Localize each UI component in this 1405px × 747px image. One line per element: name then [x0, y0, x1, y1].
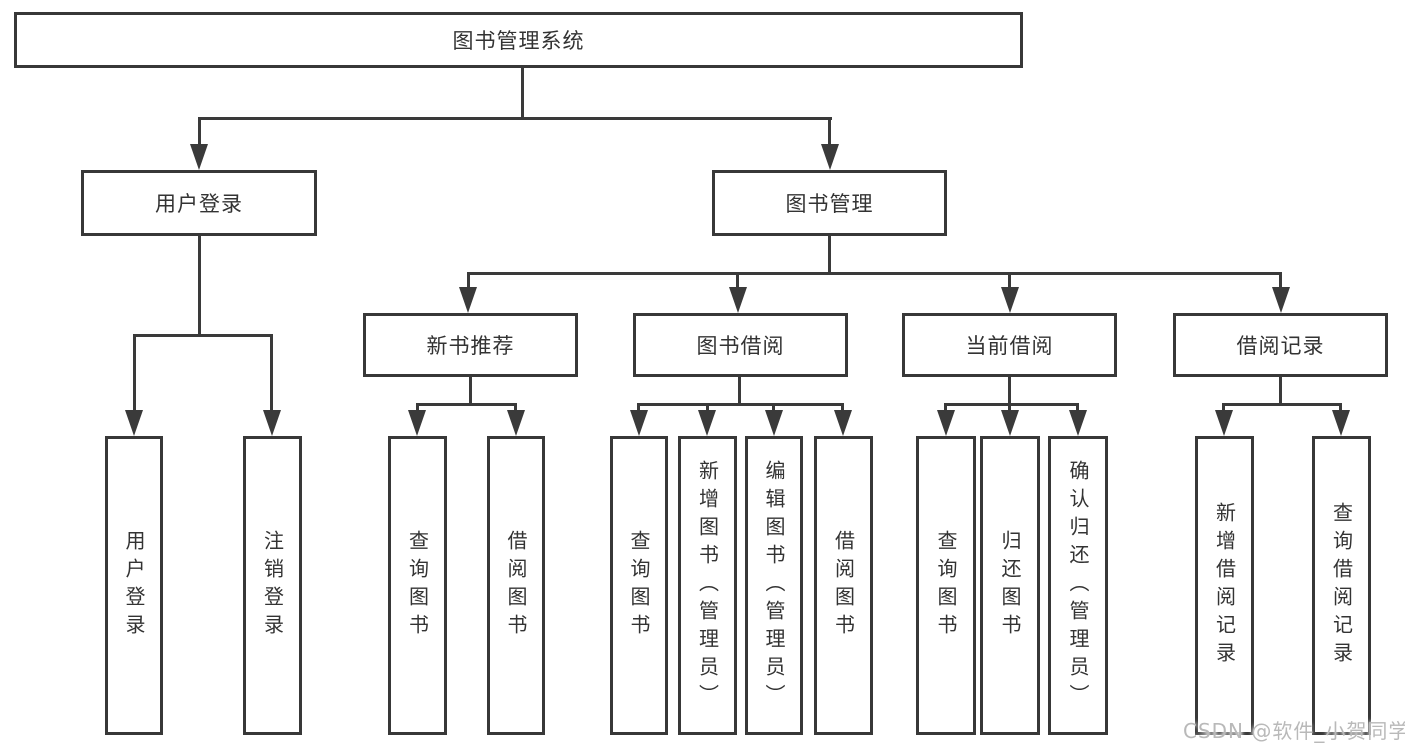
node-book-management: 图书管理: [712, 170, 947, 236]
connector-level3-bus: [467, 272, 1282, 275]
arrow-to-leaf5: [630, 410, 648, 436]
connector-to-leaf-logout: [270, 334, 273, 412]
arrow-to-leaf4: [507, 410, 525, 436]
leaf-query-books-current-label: 查询图书: [934, 529, 958, 642]
connector-to-leaf10: [1008, 403, 1011, 412]
arrow-to-leaf9: [937, 410, 955, 436]
node-root-label: 图书管理系统: [452, 29, 585, 53]
node-new-book-recommend-label: 新书推荐: [426, 334, 515, 358]
connector-book-management-drop: [828, 236, 831, 275]
leaf-logout-label: 注销登录: [260, 529, 285, 642]
node-user-login: 用户登录: [81, 170, 317, 236]
node-current-borrow-label: 当前借阅: [965, 334, 1054, 358]
connector-to-book-borrow: [736, 272, 739, 290]
arrow-to-leaf13: [1332, 410, 1350, 436]
connector-to-leaf9: [944, 403, 947, 412]
arrow-to-leaf7: [765, 410, 783, 436]
connector-to-leaf3: [416, 403, 419, 412]
connector-to-leaf11: [1076, 403, 1079, 412]
arrow-to-new-book: [459, 287, 477, 313]
arrow-to-leaf12: [1215, 410, 1233, 436]
node-book-borrow: 图书借阅: [633, 313, 848, 377]
node-book-management-label: 图书管理: [785, 192, 874, 216]
leaf-query-books-borrow-label: 查询图书: [627, 529, 651, 642]
node-book-borrow-label: 图书借阅: [696, 334, 785, 358]
leaf-query-borrow-record-label: 查询借阅记录: [1329, 501, 1354, 670]
connector-current-borrow-bus: [944, 403, 1079, 406]
arrow-to-leaf6: [698, 410, 716, 436]
leaf-add-books-admin-label: 新增图书（管理员）: [695, 459, 720, 712]
connector-level2-bus: [198, 117, 832, 120]
leaf-confirm-return-admin: 确认归还（管理员）: [1048, 436, 1108, 735]
node-borrow-records: 借阅记录: [1173, 313, 1388, 377]
arrow-to-leaf11: [1069, 410, 1087, 436]
leaf-query-books-recommend-label: 查询图书: [405, 529, 430, 642]
arrow-to-current-borrow: [1001, 287, 1019, 313]
leaf-add-books-admin: 新增图书（管理员）: [678, 436, 737, 735]
connector-to-leaf12: [1222, 403, 1225, 412]
node-borrow-records-label: 借阅记录: [1236, 334, 1325, 358]
node-current-borrow: 当前借阅: [902, 313, 1117, 377]
connector-new-book-bus: [416, 403, 517, 406]
arrow-to-book-management: [821, 144, 839, 170]
connector-to-user-login: [198, 117, 201, 146]
node-new-book-recommend: 新书推荐: [363, 313, 578, 377]
leaf-borrow-books: 借阅图书: [814, 436, 873, 735]
leaf-query-books-current: 查询图书: [916, 436, 976, 735]
leaf-query-borrow-record: 查询借阅记录: [1312, 436, 1371, 735]
connector-to-leaf13: [1339, 403, 1342, 412]
leaf-edit-books-admin: 编辑图书（管理员）: [745, 436, 803, 735]
connector-to-current-borrow: [1008, 272, 1011, 290]
leaf-user-login-label: 用户登录: [122, 529, 146, 642]
connector-to-leaf6: [706, 403, 709, 412]
connector-to-borrow-records: [1279, 272, 1282, 290]
leaf-borrow-books-label: 借阅图书: [831, 529, 856, 642]
node-user-login-label: 用户登录: [155, 192, 243, 216]
leaf-return-books: 归还图书: [980, 436, 1040, 735]
arrow-to-leaf3: [408, 410, 426, 436]
arrow-to-borrow-records: [1272, 287, 1290, 313]
leaf-confirm-return-admin-label: 确认归还（管理员）: [1066, 459, 1090, 712]
connector-to-leaf-user-login: [133, 334, 136, 412]
leaf-query-books-borrow: 查询图书: [610, 436, 668, 735]
connector-borrow-records-bus: [1222, 403, 1341, 406]
connector-user-login-drop: [198, 236, 201, 337]
arrow-to-leaf8: [834, 410, 852, 436]
connector-book-borrow-drop: [738, 377, 741, 406]
connector-to-leaf8: [841, 403, 844, 412]
arrow-to-leaf-user-login: [125, 410, 143, 436]
leaf-borrow-books-recommend: 借阅图书: [487, 436, 545, 735]
leaf-logout: 注销登录: [243, 436, 302, 735]
leaf-query-books-recommend: 查询图书: [388, 436, 447, 735]
connector-book-borrow-bus: [637, 403, 843, 406]
arrow-to-book-borrow: [729, 287, 747, 313]
arrow-to-leaf-logout: [263, 410, 281, 436]
connector-current-borrow-drop: [1008, 377, 1011, 406]
connector-borrow-records-drop: [1279, 377, 1282, 406]
leaf-user-login: 用户登录: [105, 436, 163, 735]
leaf-add-borrow-record-label: 新增借阅记录: [1212, 501, 1237, 670]
leaf-borrow-books-recommend-label: 借阅图书: [504, 529, 528, 642]
arrow-to-leaf10: [1001, 410, 1019, 436]
leaf-add-borrow-record: 新增借阅记录: [1195, 436, 1254, 735]
connector-to-leaf5: [637, 403, 640, 412]
connector-to-leaf7: [772, 403, 775, 412]
leaf-return-books-label: 归还图书: [998, 529, 1022, 642]
connector-root-drop: [521, 68, 524, 120]
connector-new-book-drop: [469, 377, 472, 406]
arrow-to-user-login: [190, 144, 208, 170]
connector-to-book-management: [828, 117, 831, 146]
leaf-edit-books-admin-label: 编辑图书（管理员）: [762, 459, 786, 712]
connector-to-new-book: [467, 272, 470, 290]
connector-to-leaf4: [514, 403, 517, 412]
connector-user-login-bus: [133, 334, 273, 337]
node-root: 图书管理系统: [14, 12, 1023, 68]
watermark: CSDN @软件_小贺同学: [1183, 719, 1405, 743]
